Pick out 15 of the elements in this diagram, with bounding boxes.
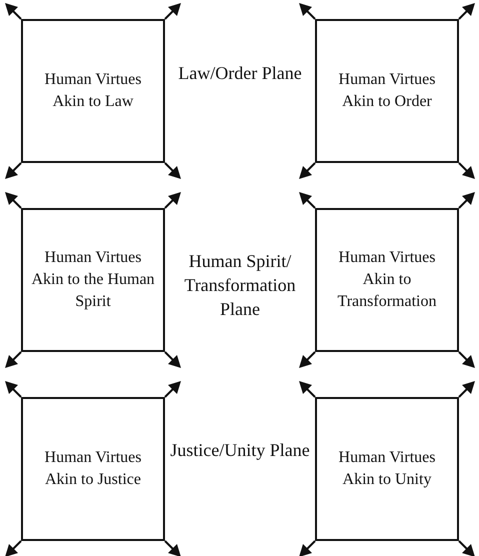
plane-label: Justice/Unity Plane — [169, 439, 311, 462]
plane-label: Human Spirit/ Transformation Plane — [183, 250, 297, 321]
virtue-box — [21, 397, 165, 541]
virtue-box — [315, 208, 459, 352]
box-text: Human Virtues Akin to Unity — [338, 448, 436, 490]
plane-label: Law/Order Plane — [177, 62, 303, 85]
box-text: Human Virtues Akin to the Human Spirit — [30, 248, 156, 312]
box-text: Human Virtues Akin to Justice — [44, 448, 142, 490]
virtue-box — [315, 19, 459, 163]
box-text: Human Virtues Akin to Order — [338, 70, 436, 112]
virtue-box — [315, 397, 459, 541]
box-text: Human Virtues Akin to Transformation — [336, 248, 438, 312]
box-text: Human Virtues Akin to Law — [44, 70, 142, 112]
virtue-box — [21, 208, 165, 352]
virtue-box — [21, 19, 165, 163]
